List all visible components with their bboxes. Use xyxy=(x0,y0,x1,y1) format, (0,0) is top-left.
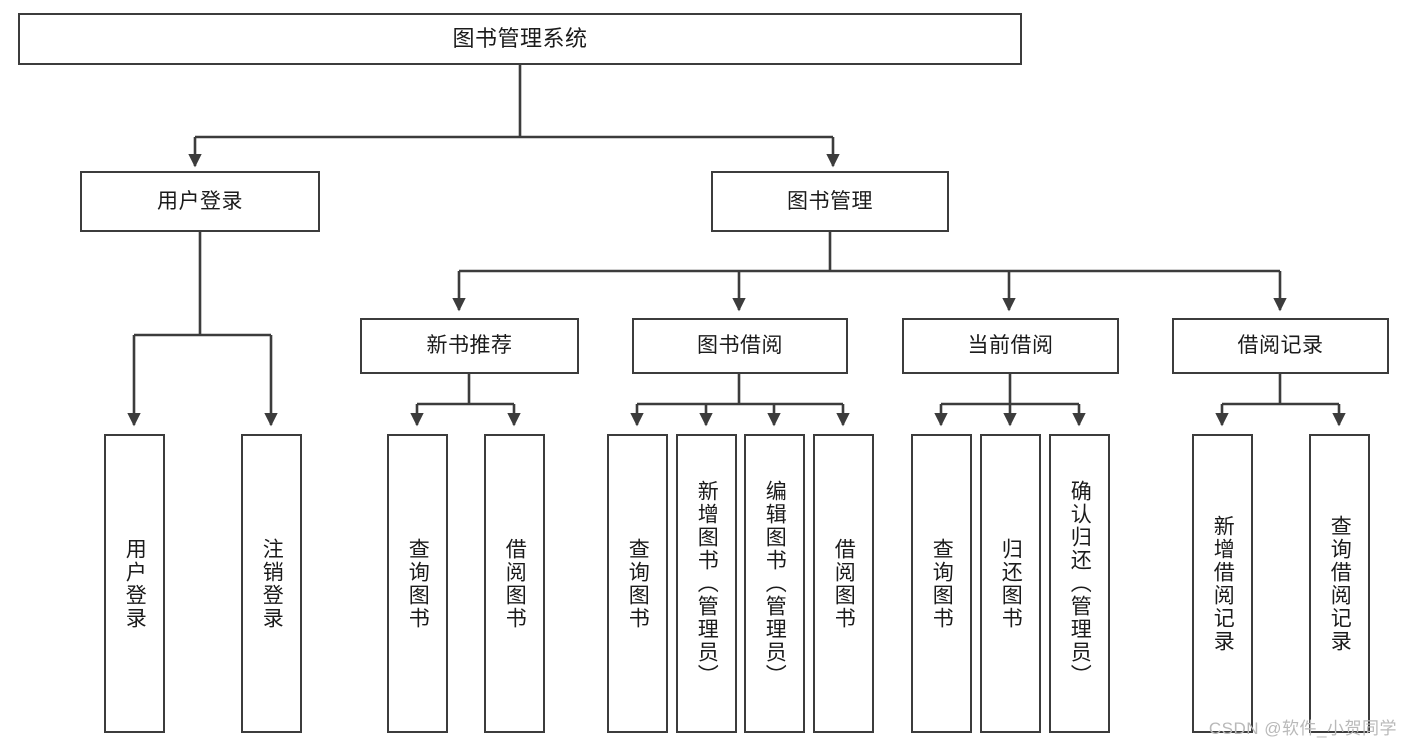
node-leaf-user-login[interactable]: 用户登录 xyxy=(104,434,165,733)
node-leaf-add-book[interactable]: 新增图书（管理员） xyxy=(676,434,737,733)
node-new-book-recommend[interactable]: 新书推荐 xyxy=(360,318,579,374)
node-leaf-query-book-3[interactable]: 查询图书 xyxy=(911,434,972,733)
node-book-borrow-label: 图书借阅 xyxy=(697,334,783,358)
node-book-manage-label: 图书管理 xyxy=(787,189,873,213)
node-leaf-confirm-return[interactable]: 确认归还（管理员） xyxy=(1049,434,1110,733)
node-leaf-logout-login[interactable]: 注销登录 xyxy=(241,434,302,733)
node-root-label: 图书管理系统 xyxy=(452,25,588,51)
node-book-manage[interactable]: 图书管理 xyxy=(711,171,949,232)
node-root[interactable]: 图书管理系统 xyxy=(18,13,1022,65)
node-leaf-query-book-1[interactable]: 查询图书 xyxy=(387,434,448,733)
node-user-login[interactable]: 用户登录 xyxy=(80,171,320,232)
node-new-book-recommend-label: 新书推荐 xyxy=(426,334,513,358)
node-leaf-borrow-book-1-label: 借阅图书 xyxy=(503,537,527,630)
node-leaf-return-book-label: 归还图书 xyxy=(999,537,1023,630)
node-leaf-logout-login-label: 注销登录 xyxy=(260,537,284,630)
node-user-login-label: 用户登录 xyxy=(157,189,243,213)
node-borrow-record-label: 借阅记录 xyxy=(1237,334,1324,358)
node-leaf-borrow-book-2[interactable]: 借阅图书 xyxy=(813,434,874,733)
node-leaf-add-book-label: 新增图书（管理员） xyxy=(695,480,719,687)
node-leaf-confirm-return-label: 确认归还（管理员） xyxy=(1068,480,1092,687)
node-leaf-add-record[interactable]: 新增借阅记录 xyxy=(1192,434,1253,733)
node-leaf-query-book-1-label: 查询图书 xyxy=(406,537,430,630)
node-leaf-user-login-label: 用户登录 xyxy=(123,537,147,630)
node-leaf-query-record-label: 查询借阅记录 xyxy=(1328,514,1352,653)
node-borrow-record[interactable]: 借阅记录 xyxy=(1172,318,1389,374)
node-leaf-borrow-book-1[interactable]: 借阅图书 xyxy=(484,434,545,733)
node-leaf-add-record-label: 新增借阅记录 xyxy=(1211,514,1235,653)
node-leaf-edit-book[interactable]: 编辑图书（管理员） xyxy=(744,434,805,733)
node-leaf-query-record[interactable]: 查询借阅记录 xyxy=(1309,434,1370,733)
node-leaf-query-book-2-label: 查询图书 xyxy=(626,537,650,630)
node-leaf-borrow-book-2-label: 借阅图书 xyxy=(832,537,856,630)
node-current-borrow-label: 当前借阅 xyxy=(967,334,1054,358)
node-leaf-return-book[interactable]: 归还图书 xyxy=(980,434,1041,733)
node-current-borrow[interactable]: 当前借阅 xyxy=(902,318,1119,374)
node-leaf-query-book-2[interactable]: 查询图书 xyxy=(607,434,668,733)
node-leaf-edit-book-label: 编辑图书（管理员） xyxy=(763,480,787,687)
watermark-text: CSDN @软件_小贺同学 xyxy=(1208,719,1397,738)
node-leaf-query-book-3-label: 查询图书 xyxy=(930,537,954,630)
node-book-borrow[interactable]: 图书借阅 xyxy=(632,318,848,374)
